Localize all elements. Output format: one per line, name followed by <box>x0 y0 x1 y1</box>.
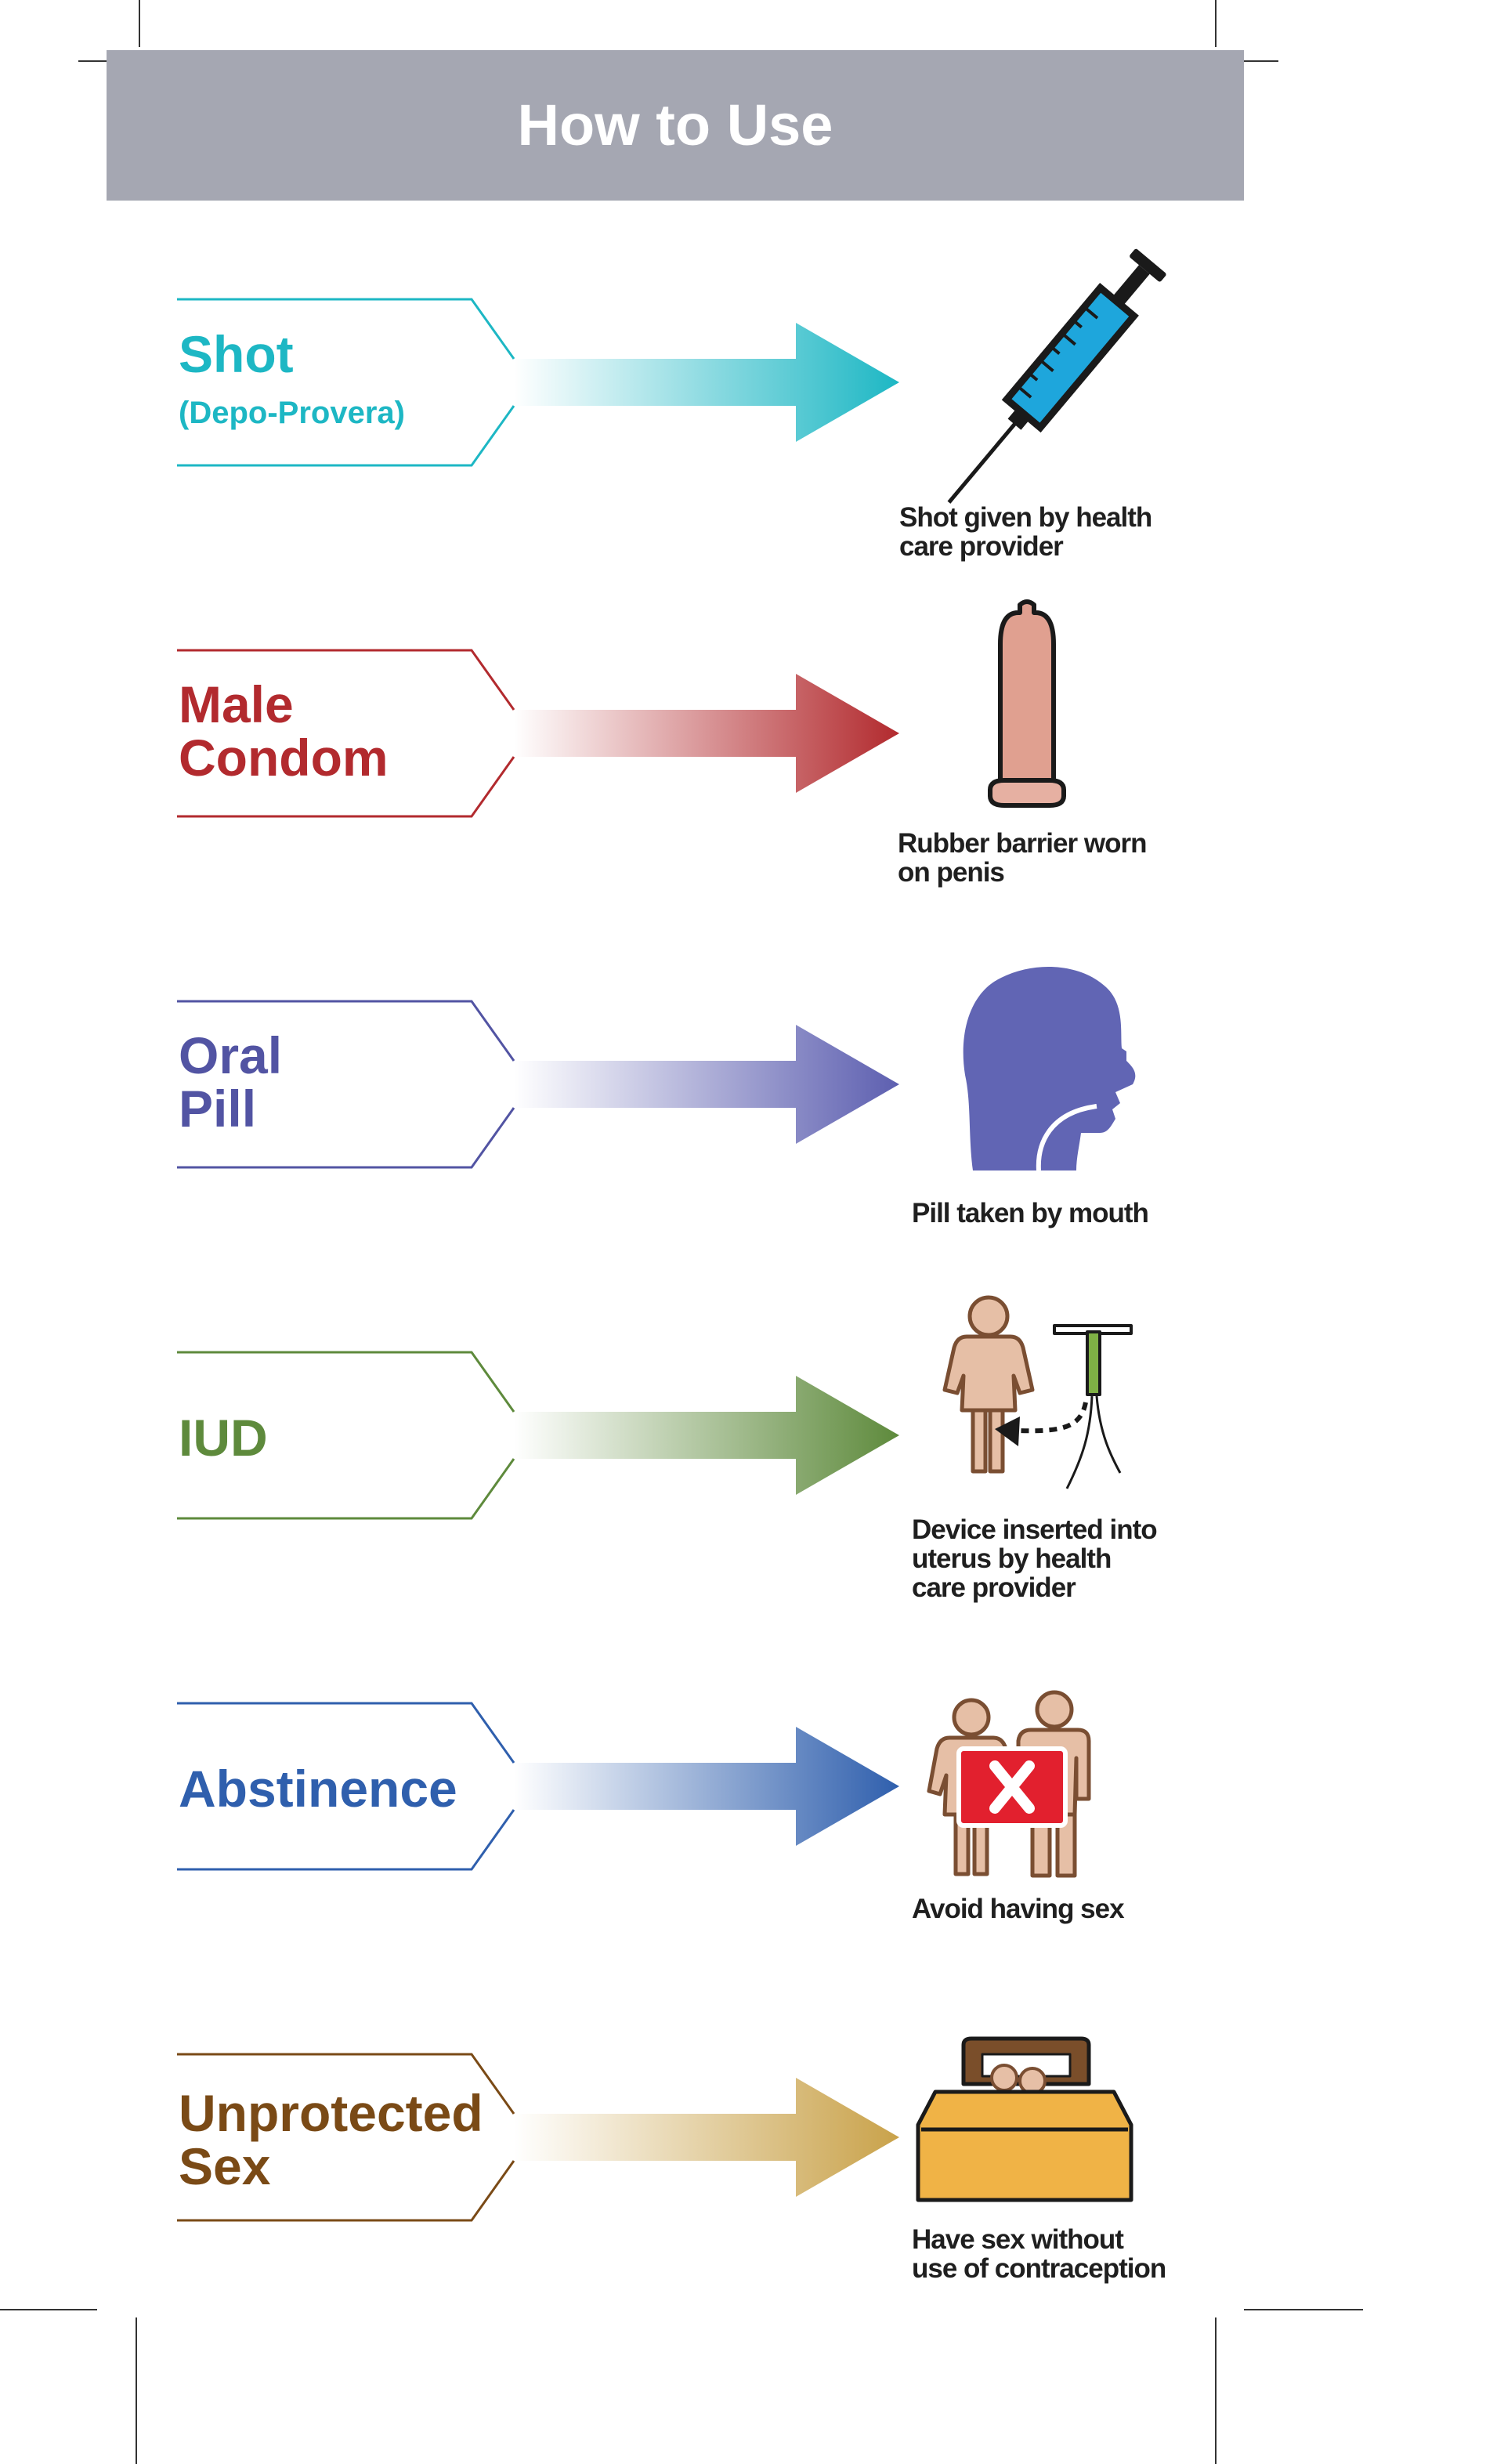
gradient-arrow <box>514 1376 899 1495</box>
chevron-outline <box>177 405 515 467</box>
chevron-outline <box>177 649 515 711</box>
caption-oral-pill: Pill taken by mouth <box>912 1198 1149 1228</box>
method-name: Unprotected <box>179 2084 483 2142</box>
gradient-arrow <box>514 1025 899 1144</box>
syringe-icon <box>947 248 1166 504</box>
caption-line: Shot given by health <box>899 502 1152 533</box>
chevron-outline <box>177 1809 515 1871</box>
bed-couple-icon <box>916 2036 1133 2202</box>
chevron-outline <box>177 1351 515 1413</box>
method-name: Condom <box>179 729 389 787</box>
chevron-outline <box>177 1458 515 1520</box>
caption-line: Rubber barrier worn <box>898 828 1146 859</box>
method-name: Oral <box>179 1026 282 1084</box>
caption-line: use of contraception <box>912 2253 1166 2284</box>
chevron-outline <box>177 1000 515 1062</box>
method-name: IUD <box>179 1409 268 1467</box>
crop-marks <box>0 0 1363 2464</box>
gradient-arrow <box>514 1727 899 1846</box>
caption-line: Device inserted into <box>912 1514 1157 1545</box>
chevron-outline <box>177 756 515 818</box>
method-name: Male <box>179 675 294 733</box>
caption-line: care provider <box>912 1572 1076 1603</box>
header-banner-bg <box>107 50 1244 201</box>
header-banner: How to Use <box>107 50 1244 201</box>
caption-abstinence: Avoid having sex <box>912 1894 1126 1924</box>
caption-line: Avoid having sex <box>912 1894 1125 1924</box>
method-name: Shot <box>179 325 294 383</box>
method-name: Pill <box>179 1080 256 1138</box>
method-subtitle: (Depo-Provera) <box>179 396 405 430</box>
condom-icon <box>988 599 1066 808</box>
chevron-outline <box>177 2160 515 2222</box>
head-profile-icon <box>963 967 1136 1171</box>
method-name: Abstinence <box>179 1760 457 1818</box>
caption-line: on penis <box>898 857 1004 888</box>
chevron-outline <box>177 298 515 360</box>
method-row-abstinence: Abstinence <box>177 1702 899 1871</box>
page-title: How to Use <box>518 92 833 157</box>
method-name: Sex <box>179 2137 271 2195</box>
method-row-iud: IUD <box>177 1351 899 1520</box>
gradient-arrow <box>514 674 899 793</box>
caption-line: Pill taken by mouth <box>912 1198 1148 1228</box>
chevron-outline <box>177 2053 515 2115</box>
gradient-arrow <box>514 323 899 442</box>
gradient-arrow <box>514 2078 899 2197</box>
caption-line: care provider <box>899 531 1064 562</box>
method-row-shot: Shot (Depo-Provera) <box>177 298 899 467</box>
chevron-outline <box>177 1107 515 1169</box>
couple-x-icon <box>927 1690 1091 1878</box>
caption-line: Have sex without <box>912 2224 1124 2255</box>
chevron-outline <box>177 1702 515 1764</box>
caption-line: uterus by health <box>912 1543 1111 1574</box>
iud-insertion-icon <box>942 1295 1133 1489</box>
